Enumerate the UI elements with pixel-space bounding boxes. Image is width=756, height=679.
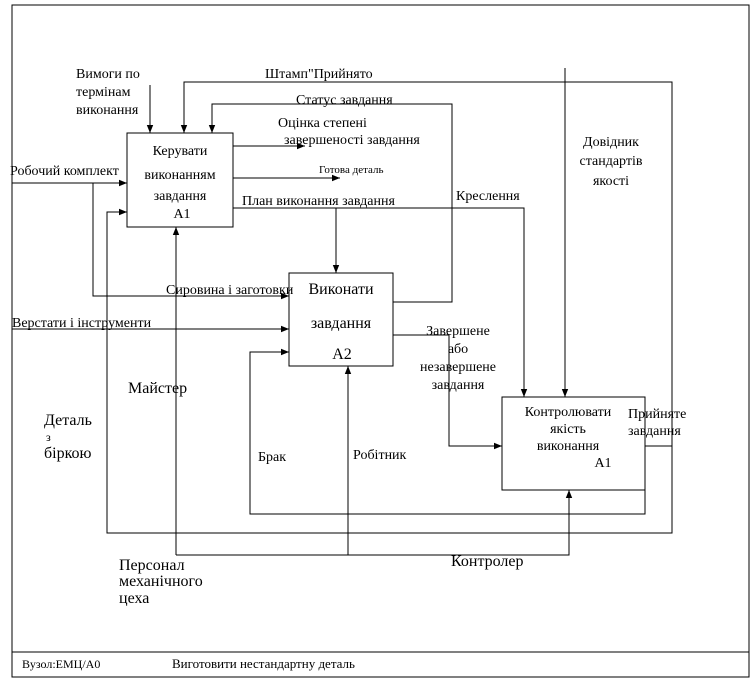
svg-text:Довідник: Довідник [583, 135, 639, 150]
svg-text:Завершене: Завершене [426, 324, 490, 339]
svg-text:Оцінка степені: Оцінка степені [278, 116, 367, 131]
svg-text:біркою: біркою [44, 445, 92, 462]
svg-text:термінам: термінам [76, 85, 131, 100]
svg-text:завдання: завдання [432, 378, 485, 393]
label-work-kit: Робочий комплект [10, 164, 119, 179]
svg-text:якості: якості [593, 174, 629, 189]
label-accepted: Прийняте завдання [628, 407, 686, 439]
svg-text:Вимоги по: Вимоги по [76, 67, 140, 82]
label-deadline-requirements: Вимоги по термінам виконання [76, 67, 140, 118]
label-stamp: Штамп"Прийнято [265, 67, 373, 82]
box-a1-line-1: Керувати [153, 144, 208, 159]
label-quality-reference: Довідник стандартів якості [580, 135, 643, 189]
svg-text:незавершене: незавершене [420, 360, 496, 375]
label-tagged-part: Деталь з біркою [44, 412, 92, 462]
footer-node: Вузол:ЕМЦ/А0 [22, 657, 100, 671]
arrow-plan [233, 207, 340, 273]
svg-text:виконання: виконання [76, 103, 139, 118]
arrow-stamp-loop [180, 81, 673, 447]
label-master: Майстер [128, 380, 187, 397]
diagram-frame [11, 4, 750, 678]
label-status: Статус завдання [296, 93, 393, 108]
box-a2-line-2: завдання [311, 315, 372, 332]
arrow-drawings [336, 207, 528, 397]
box-a3-line-3: виконання [537, 439, 600, 454]
activity-box-a3[interactable]: Контролювати якість виконання A1 [501, 396, 646, 491]
svg-text:стандартів: стандартів [580, 154, 643, 169]
arrow-status-loop [208, 103, 453, 303]
label-staff: Персонал механічного цеха [119, 557, 203, 607]
box-a3-line-1: Контролювати [525, 405, 612, 420]
arrow-controller [176, 490, 573, 556]
svg-text:цеха: цеха [119, 590, 149, 607]
box-a3-id: A1 [594, 456, 611, 471]
svg-text:завершеності завдання: завершеності завдання [284, 133, 420, 148]
label-finished-part: Готова деталь [319, 164, 384, 176]
label-raw-materials: Сировина і заготовки [166, 283, 294, 298]
label-defect: Брак [258, 450, 286, 465]
arrow-defect [249, 348, 646, 515]
svg-text:Прийняте: Прийняте [628, 407, 686, 422]
box-a1-id: A1 [173, 207, 190, 222]
activity-box-a1[interactable]: Керувати виконанням завдання A1 [126, 132, 234, 228]
box-a2-line-1: Виконати [309, 281, 374, 298]
box-a2-id: A2 [332, 346, 352, 363]
label-plan: План виконання завдання [242, 194, 395, 209]
svg-text:завдання: завдання [628, 424, 681, 439]
svg-text:механічного: механічного [119, 573, 203, 590]
box-a3-line-2: якість [550, 422, 586, 437]
arrow-tagged-part [106, 208, 673, 534]
activity-box-a2[interactable]: Виконати завдання A2 [288, 272, 394, 367]
footer-title: Виготовити нестандартну деталь [172, 656, 355, 671]
label-completion-assessment: Оцінка степені завершеності завдання [278, 116, 420, 148]
arrow-work-kit-branch [92, 183, 289, 300]
svg-text:з: з [46, 430, 51, 444]
box-a1-line-3: завдання [154, 189, 207, 204]
svg-text:Персонал: Персонал [119, 557, 185, 574]
label-worker: Робітник [353, 448, 407, 463]
arrow-done-or-not [393, 334, 502, 450]
svg-text:або: або [448, 342, 468, 357]
label-tools: Верстати і інструменти [12, 316, 152, 331]
svg-text:Деталь: Деталь [44, 412, 92, 429]
label-done-or-not: Завершене або незавершене завдання [420, 324, 496, 393]
box-a1-line-2: виконанням [144, 168, 215, 183]
label-drawings: Креслення [456, 189, 520, 204]
label-controller: Контролер [451, 553, 524, 570]
